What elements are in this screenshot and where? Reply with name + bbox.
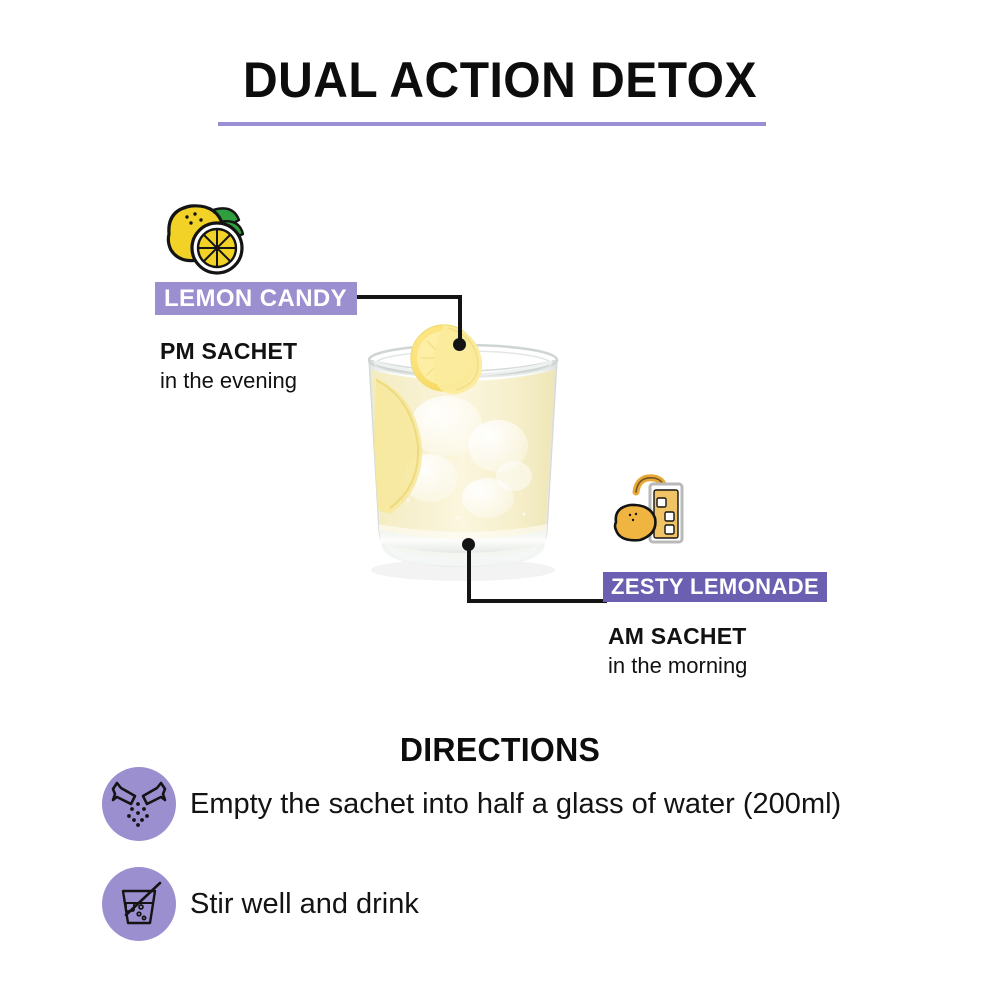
am-timing-label: in the morning [608,653,748,678]
sachet-pour-icon [102,767,176,841]
direction-step-1-label: Empty the sachet into half a glass of wa… [190,788,842,820]
leader-line-zesty-lemonade-vertical [467,547,471,603]
stir-glass-icon [102,867,176,941]
pm-timing-label: in the evening [160,368,297,393]
leader-line-lemon-candy-horizontal [352,295,462,299]
pm-sachet-label: PM SACHET [160,338,298,364]
leader-line-lemon-candy-vertical [458,295,462,349]
lemon-icon [157,196,253,278]
badge-zesty-lemonade-label: ZESTY LEMONADE [611,574,820,599]
page-title: DUAL ACTION DETOX [243,52,757,108]
title-underline [218,122,766,126]
am-sachet-label: AM SACHET [608,623,747,649]
leader-dot-lemon-candy [453,338,466,351]
directions-heading: DIRECTIONS [399,731,601,768]
callout-text-pm: PM SACHET in the evening [160,337,297,395]
callout-text-am: AM SACHET in the morning [608,622,747,680]
leader-line-zesty-lemonade-horizontal [467,599,607,603]
lemonade-glass-icon [608,474,690,554]
badge-lemon-candy-label: LEMON CANDY [164,284,348,312]
badge-zesty-lemonade: ZESTY LEMONADE [603,572,828,602]
direction-step-1: Empty the sachet into half a glass of wa… [102,767,841,841]
direction-step-2: Stir well and drink [102,867,419,941]
leader-dot-zesty-lemonade [462,538,475,551]
badge-lemon-candy: LEMON CANDY [155,282,358,315]
product-photo [338,318,588,598]
direction-step-2-label: Stir well and drink [190,888,419,920]
